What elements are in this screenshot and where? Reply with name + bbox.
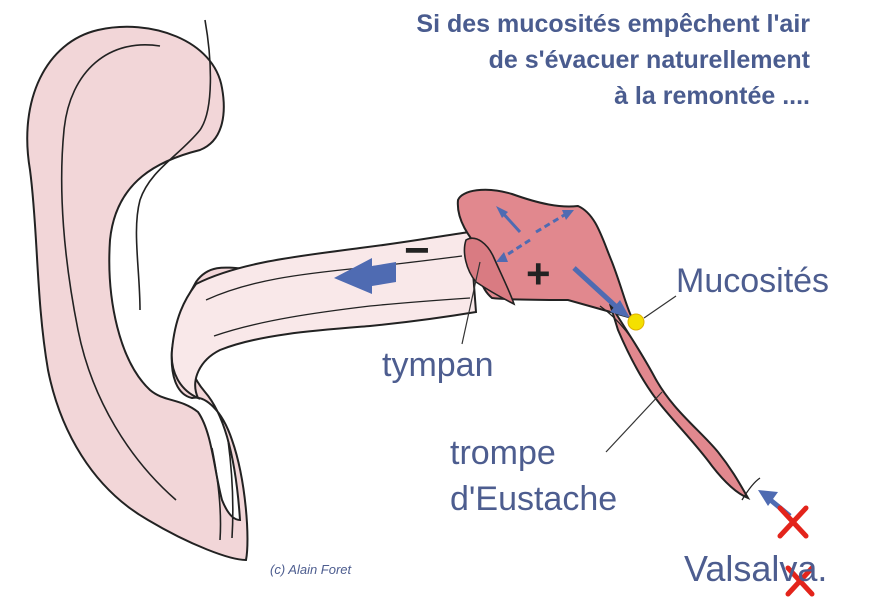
trompe-label-line-1: trompe	[450, 434, 556, 473]
plus-sign: +	[526, 250, 551, 298]
trompe-label-line-2: d'Eustache	[450, 480, 617, 519]
mucosites-leader	[644, 296, 676, 318]
minus-sign: −	[404, 226, 430, 276]
title-line-2: de s'évacuer naturellement	[489, 46, 810, 75]
mucosites-label: Mucosités	[676, 262, 829, 301]
trompe-leader	[606, 392, 662, 452]
tympan-label: tympan	[382, 346, 494, 385]
mucus-spot	[628, 314, 644, 330]
valsalva-label: Valsalva.	[684, 548, 827, 590]
copyright-credit: (c) Alain Foret	[270, 562, 351, 577]
valsalva-cross-top	[780, 508, 806, 536]
eustachian-tube	[610, 304, 748, 498]
title-line-1: Si des mucosités empêchent l'air	[416, 10, 810, 39]
title-line-3: à la remontée ....	[614, 82, 810, 111]
